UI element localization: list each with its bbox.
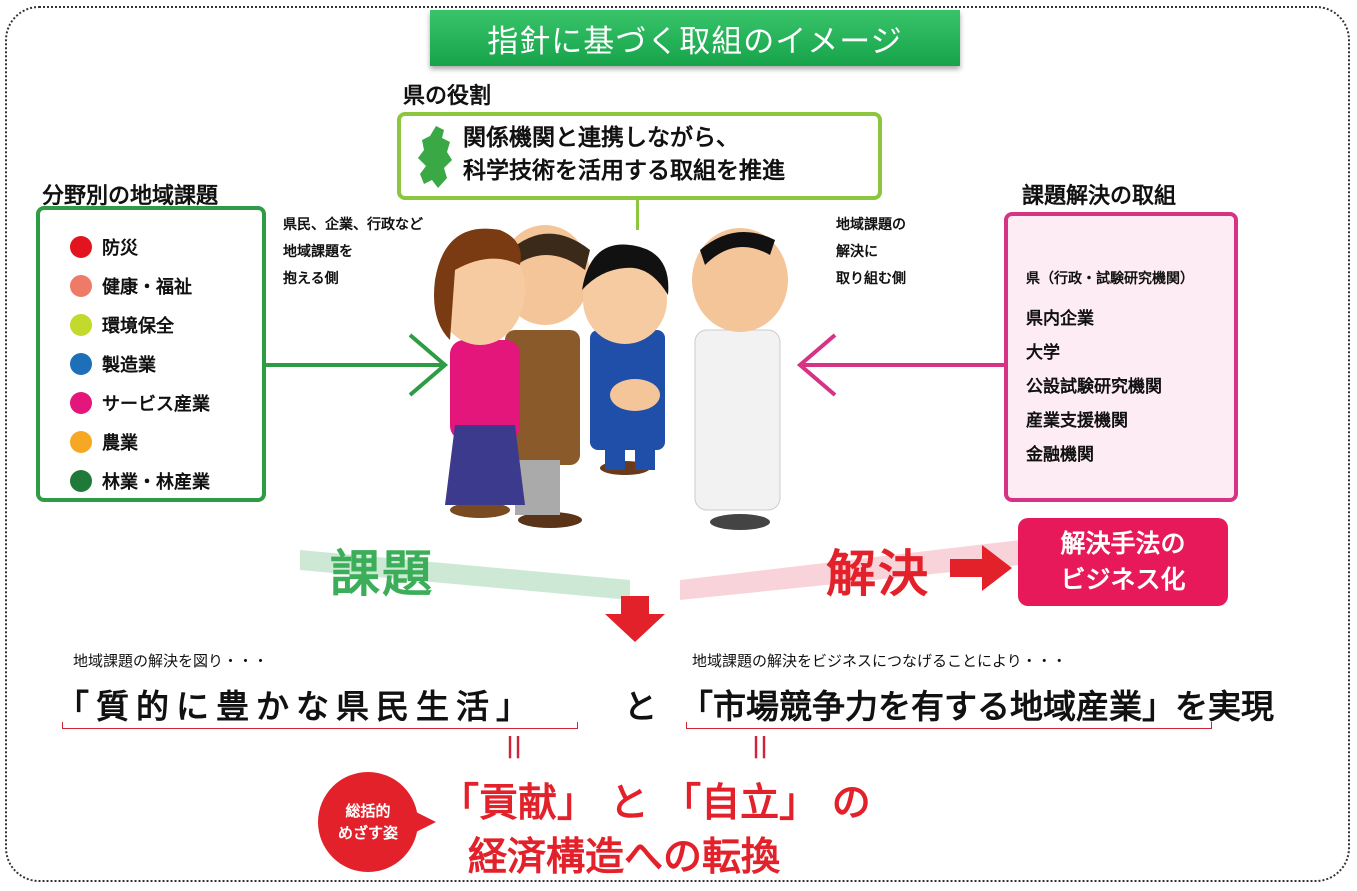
issue-item-7: 林業・林産業: [70, 468, 210, 494]
dot-icon: [70, 236, 92, 258]
left-arrow-icon: [265, 333, 449, 397]
dot-icon: [70, 470, 92, 492]
converging-arrows: [300, 540, 1020, 600]
issue-item-6: 農業: [70, 429, 138, 455]
right-side-label: 地域課題の 解決に 取り組む側: [836, 217, 906, 287]
title-banner: 指針に基づく取組のイメージ: [430, 10, 960, 66]
equals-left: ||: [506, 734, 523, 759]
dot-icon: [70, 314, 92, 336]
title-text: 指針に基づく取組のイメージ: [487, 23, 903, 60]
role-box: 関係機関と連携しながら、 科学技術を活用する取組を推進: [397, 112, 882, 200]
goal-left: 「質的に豊かな県民生活」: [56, 687, 536, 726]
handshake-illustration: [434, 225, 788, 530]
right-arrow-icon: [796, 333, 1005, 397]
role-heading: 県の役割: [403, 84, 492, 109]
prefecture-map-icon: [418, 126, 452, 188]
issue-item-2: 健康・福祉: [70, 273, 192, 299]
equals-right: ||: [752, 734, 769, 759]
solution-item-1: 県（行政・試験研究機関）: [1026, 271, 1194, 287]
lead-right: 地域課題の解決をビジネスにつなげることにより・・・: [692, 652, 1067, 670]
badge-pointer-icon: [412, 810, 436, 834]
solution-item-2: 県内企業: [1026, 309, 1094, 329]
goal-and: と: [624, 687, 657, 726]
solution-item-6: 金融機関: [1026, 445, 1094, 465]
goal-right: 「市場競争力を有する地域産業」を実現: [680, 687, 1274, 726]
issue-item-3: 環境保全: [70, 312, 174, 338]
issue-item-4: 製造業: [70, 351, 156, 377]
issue-word: 課題: [330, 545, 434, 603]
right-red-arrow-icon: [950, 545, 1012, 591]
solve-word: 解決: [826, 545, 930, 603]
final-line-1: 「貢献」 と 「自立」 の: [440, 781, 871, 826]
solutions-box: 県（行政・試験研究機関） 県内企業 大学 公設試験研究機関 産業支援機関 金融機…: [1004, 212, 1238, 502]
final-line-2: 経済構造への転換: [468, 835, 781, 880]
solution-item-5: 産業支援機関: [1026, 411, 1128, 431]
issues-heading: 分野別の地域課題: [42, 184, 219, 209]
issues-box: 防災 健康・福祉 環境保全 製造業 サービス産業 農業 林業・林産業: [36, 206, 266, 502]
solution-item-3: 大学: [1026, 343, 1060, 363]
left-underline: [62, 722, 578, 729]
outer-frame: [5, 6, 1350, 882]
role-text: 関係機関と連携しながら、 科学技術を活用する取組を推進: [463, 125, 785, 184]
dot-icon: [70, 431, 92, 453]
lead-left: 地域課題の解決を図り・・・: [73, 652, 269, 670]
dot-icon: [70, 392, 92, 414]
left-side-label: 県民、企業、行政など 地域課題を 抱える側: [283, 217, 423, 287]
solutions-heading: 課題解決の取組: [1022, 184, 1177, 209]
issue-item-1: 防災: [70, 234, 138, 260]
summary-badge: 総括的 めざす姿: [318, 772, 418, 872]
role-connector: [636, 200, 639, 230]
down-red-arrow-icon: [605, 596, 665, 642]
solution-item-4: 公設試験研究機関: [1026, 377, 1162, 397]
dot-icon: [70, 353, 92, 375]
dot-icon: [70, 275, 92, 297]
business-box: 解決手法の ビジネス化: [1018, 518, 1228, 606]
issue-item-5: サービス産業: [70, 390, 210, 416]
right-underline: [686, 722, 1212, 729]
